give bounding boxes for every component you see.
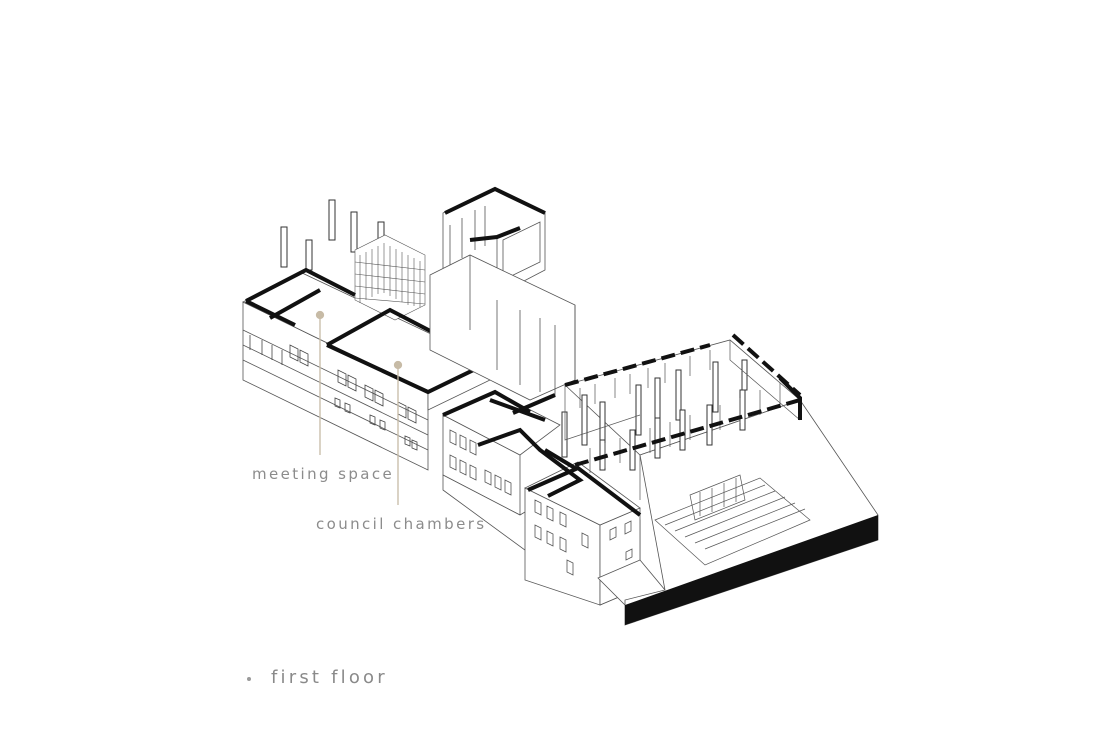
caption-bullet — [247, 677, 251, 681]
facade-windows — [249, 335, 418, 451]
front-block — [442, 461, 666, 606]
meeting-space-label: meeting space — [252, 465, 395, 483]
centre-walls — [442, 389, 642, 517]
stepped-seating — [654, 474, 811, 566]
right-hall-walls — [564, 333, 802, 467]
council-chambers-label: council chambers — [316, 515, 487, 533]
leader-lines — [315, 310, 403, 505]
floor-caption: first floor — [271, 667, 388, 688]
lattice-screen — [354, 234, 426, 321]
podium-base — [625, 515, 878, 625]
rear-tower-walls — [444, 186, 546, 242]
hall-end-wall — [543, 376, 802, 470]
glazed-link — [429, 254, 576, 401]
